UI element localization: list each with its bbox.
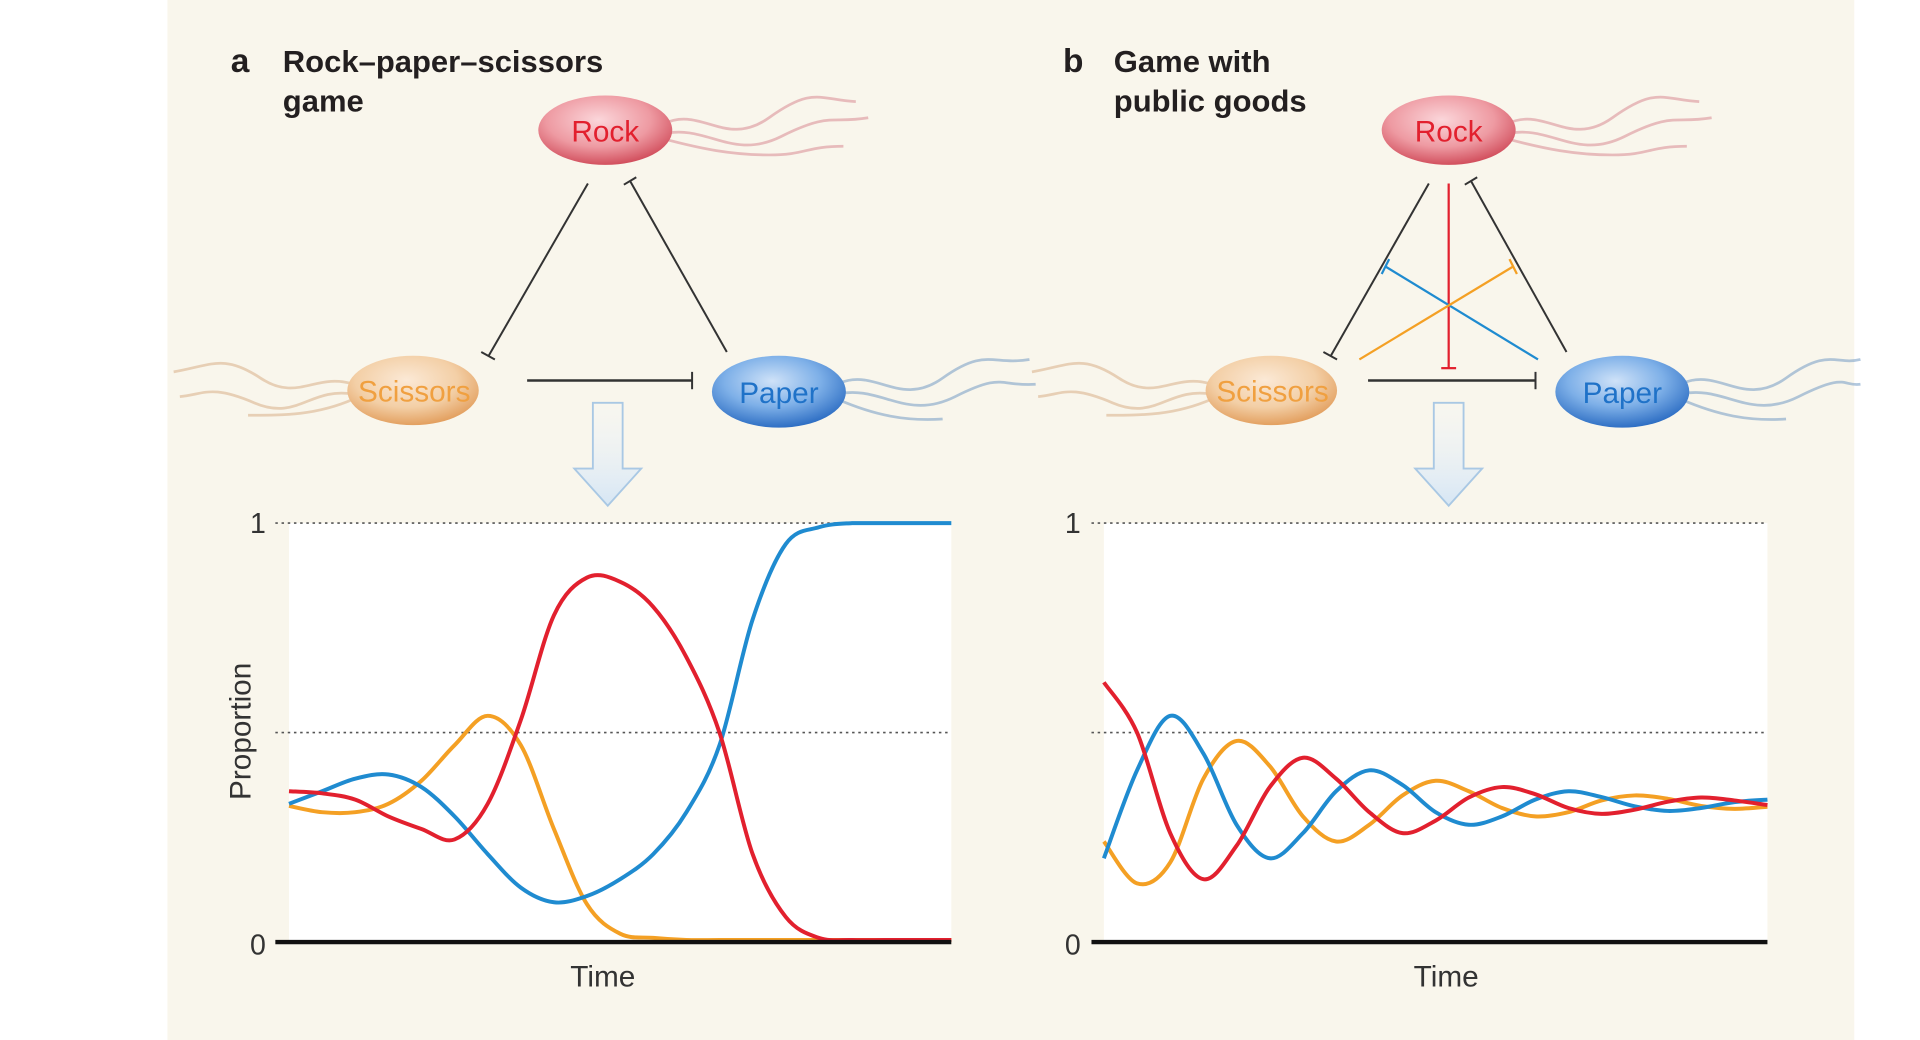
inhibit-rock-scissors (1329, 182, 1430, 357)
panel-a-title-line2: game (283, 84, 364, 119)
series-line-scissors (1102, 738, 1768, 887)
panel-a: a Rock–paper–scissors game Rock Scissors… (173, 43, 1036, 994)
panel-a-title-line1: Rock–paper–scissors (283, 44, 603, 79)
panel-letter-a: a (231, 43, 250, 80)
panel-b: b Game with public goods Rock S (1031, 43, 1861, 994)
scissors-label: Scissors (1216, 376, 1328, 409)
ytick-0: 0 (1065, 929, 1081, 961)
public-good-scissors (1358, 265, 1514, 361)
paper-label: Paper (739, 377, 819, 410)
y-axis-label: Proportion (225, 663, 258, 800)
paper-cell: Paper (1555, 355, 1861, 428)
inhibit-bar (1380, 258, 1391, 275)
inhibit-rock-scissors (487, 182, 589, 357)
inhibit-bar (1322, 351, 1338, 361)
series-line-paper (1102, 713, 1768, 861)
down-arrow-icon (1413, 401, 1485, 508)
chart-b: 1 0 Time (1065, 508, 1768, 994)
paper-cell: Paper (711, 355, 1036, 428)
inhibit-bar (480, 351, 496, 361)
flagella-icon (836, 358, 1036, 421)
chart-a: 1 0 Proportion Time (225, 508, 952, 994)
ytick-1: 1 (1065, 508, 1081, 540)
flagella-icon (1680, 358, 1861, 421)
panel-b-title-line2: public goods (1114, 84, 1307, 119)
x-axis-label: Time (1414, 961, 1479, 994)
panel-b-title-line1: Game with (1114, 44, 1271, 79)
rock-label: Rock (1415, 115, 1483, 148)
inhibit-bar (623, 176, 637, 186)
series-line-rock (1102, 681, 1768, 882)
rock-label: Rock (571, 115, 639, 148)
rock-cell: Rock (538, 95, 869, 165)
flagella-icon (662, 95, 869, 157)
ytick-1: 1 (250, 508, 266, 540)
scissors-cell: Scissors (173, 355, 479, 426)
x-axis-label: Time (570, 961, 635, 994)
ytick-0: 0 (250, 929, 266, 961)
paper-label: Paper (1583, 377, 1663, 410)
rock-cell: Rock (1381, 95, 1712, 165)
inhibit-paper-rock (629, 180, 728, 353)
flagella-icon (1031, 361, 1213, 417)
scissors-cell: Scissors (1031, 355, 1338, 426)
inhibit-paper-rock (1470, 180, 1568, 353)
inhibit-bar (1464, 176, 1478, 186)
public-good-paper (1384, 265, 1539, 361)
down-arrow-icon (572, 401, 644, 508)
panel-letter-b: b (1063, 43, 1083, 80)
flagella-icon (1506, 95, 1712, 157)
inhibit-bar (1508, 258, 1518, 275)
series-line-paper (288, 521, 952, 905)
flagella-icon (173, 361, 355, 417)
scissors-label: Scissors (358, 376, 470, 409)
